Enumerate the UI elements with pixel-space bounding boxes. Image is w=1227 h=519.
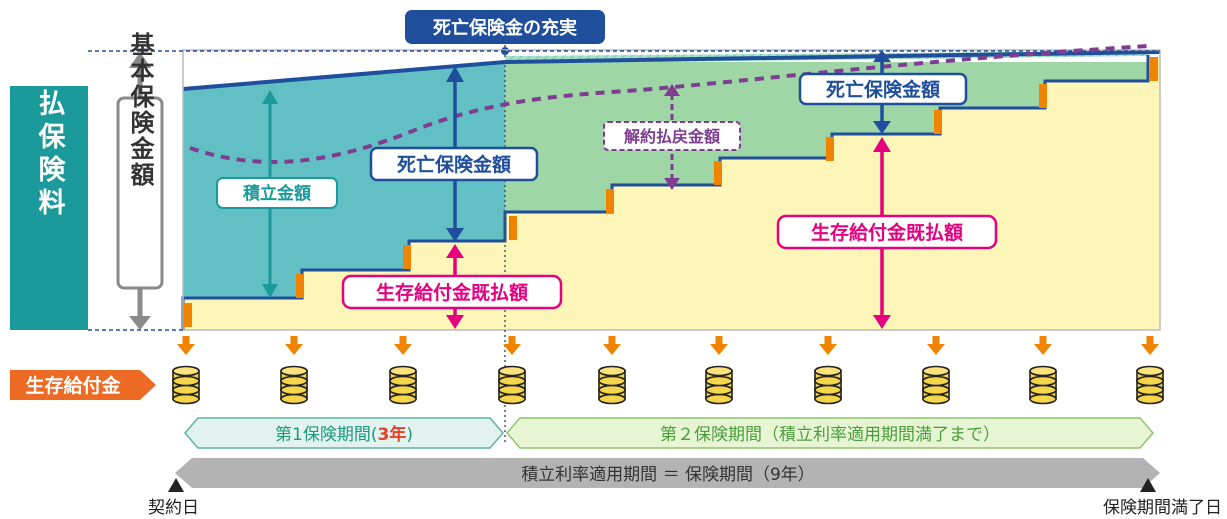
coin-stack-icon	[1029, 365, 1057, 405]
start-date-label: 契約日	[148, 498, 199, 518]
death-benefit-box-1	[369, 146, 539, 182]
paid-benefit-area	[183, 57, 1160, 330]
header-title: 死亡保険金の充実	[433, 17, 577, 39]
surrender-value-curve	[189, 44, 1149, 164]
first-period-banner	[184, 417, 504, 449]
down-arrow-icon	[603, 336, 621, 355]
staircase-line	[181, 55, 1150, 330]
survival-benefit-payout	[172, 336, 200, 405]
survival-benefit-payout	[922, 336, 950, 405]
second-period-banner	[506, 417, 1154, 449]
down-arrow-icon	[394, 336, 412, 355]
coin-stack-icon	[705, 365, 733, 405]
down-arrow-icon	[819, 336, 837, 355]
down-arrow-icon	[927, 336, 945, 355]
total-period-label: 積立利率適用期間 ＝ 保険期間（9年）	[521, 465, 815, 485]
death-benefit-label-2: 死亡保険金額	[826, 78, 940, 101]
coin-stack-icon	[1136, 365, 1164, 405]
survival-benefit-payout	[1136, 336, 1164, 405]
death-benefit-box-2	[798, 72, 968, 106]
end-date-label: 保険期間満了日	[1103, 498, 1222, 518]
survival-benefit-payout	[814, 336, 842, 405]
down-arrow-icon	[285, 336, 303, 355]
start-marker-icon	[168, 478, 184, 492]
down-arrow-icon	[710, 336, 728, 355]
benefit-tag	[10, 370, 156, 400]
survival-benefit-payout	[498, 336, 526, 405]
second-period-label: 第２保険期間（積立利率適用期間満了まで）	[660, 425, 1000, 445]
step-markers	[184, 57, 1158, 327]
coin-stack-icon	[922, 365, 950, 405]
down-arrow-icon	[177, 336, 195, 355]
down-arrow-icon	[1034, 336, 1052, 355]
survival-benefit-payout	[280, 336, 308, 405]
base-amount-label: 基本保険金額	[126, 32, 155, 188]
chart-frame	[182, 49, 1161, 331]
paid-benefit-box-2	[776, 214, 998, 250]
survival-benefit-payout	[598, 336, 626, 405]
paid-benefit-box-1	[341, 274, 563, 310]
accumulation-area	[183, 62, 505, 298]
benefit-tag-label: 生存給付金	[25, 374, 121, 397]
down-arrow-icon	[1141, 336, 1159, 355]
premium-block	[10, 86, 88, 330]
first-period-years: 3年	[377, 424, 406, 445]
first-period-prefix: 第1保険期間(	[275, 425, 377, 445]
header-badge	[405, 10, 605, 44]
survival-benefit-payout	[389, 336, 417, 405]
paid-benefit-label-2: 生存給付金既払額	[811, 221, 963, 244]
coin-stack-icon	[598, 365, 626, 405]
paid-benefit-label-1: 生存給付金既払額	[376, 281, 528, 304]
coin-stack-icon	[172, 365, 200, 405]
base-amount-box	[116, 96, 164, 290]
survival-benefit-payout	[705, 336, 733, 405]
first-period-label: 第1保険期間(3年)	[275, 424, 413, 445]
first-period-suffix: )	[406, 425, 413, 445]
premium-label: 一時払保険料	[34, 23, 67, 221]
coin-stack-icon	[814, 365, 842, 405]
coin-row	[172, 336, 1164, 405]
surrender-box	[603, 121, 741, 151]
coin-stack-icon	[280, 365, 308, 405]
coin-stack-icon	[498, 365, 526, 405]
survival-benefit-payout	[1029, 336, 1057, 405]
death-benefit-label-1: 死亡保険金額	[397, 153, 511, 176]
surrender-label: 解約払戻金額	[624, 127, 720, 146]
coin-stack-icon	[389, 365, 417, 405]
accumulation-box	[216, 177, 338, 209]
end-marker-icon	[1140, 478, 1156, 492]
accumulation-label: 積立金額	[243, 183, 311, 204]
total-period-banner	[175, 458, 1160, 488]
down-arrow-icon	[503, 336, 521, 355]
